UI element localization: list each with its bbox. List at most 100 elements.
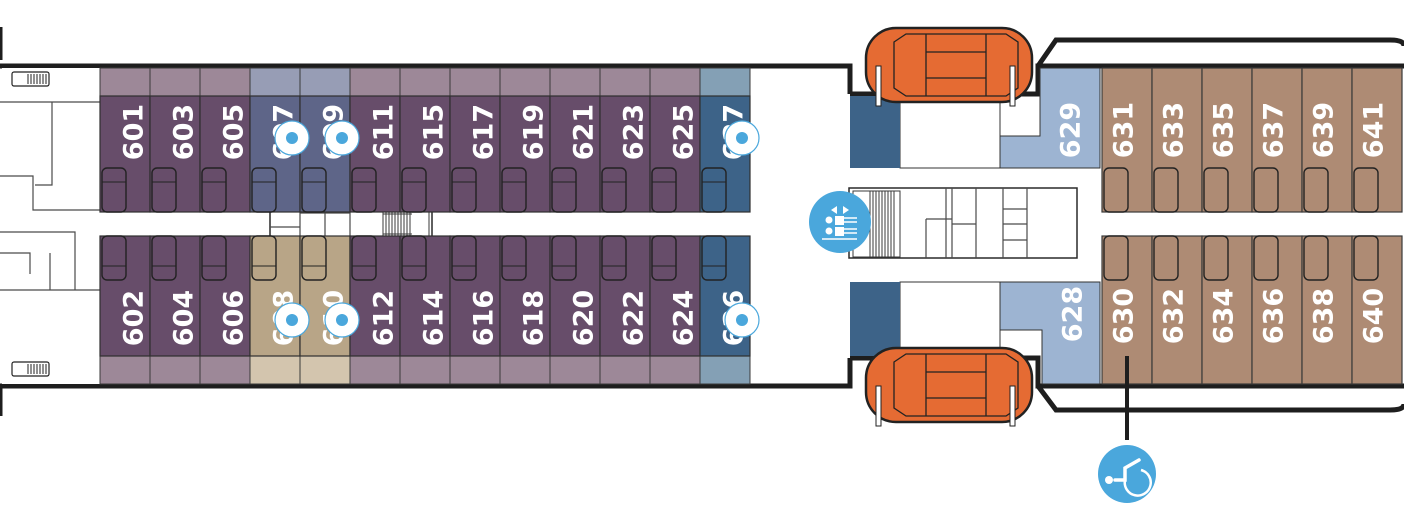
cabin-607[interactable]: 607 — [249, 67, 301, 213]
bathroom — [1103, 167, 1129, 213]
cabin-603[interactable]: 603 — [149, 67, 201, 213]
cabin-633[interactable]: 633 — [1151, 67, 1203, 213]
cabin-620[interactable]: 620 — [549, 235, 601, 385]
cabin-602[interactable]: 602 — [99, 235, 151, 385]
balcony — [299, 355, 351, 385]
bathroom — [351, 235, 377, 281]
bathroom — [1153, 167, 1179, 213]
lifeboat-detail — [893, 33, 1019, 97]
cabin-627-extension — [850, 96, 900, 168]
cabin-number: 624 — [669, 290, 700, 346]
cabin-632[interactable]: 632 — [1151, 235, 1203, 385]
lifeboat-detail — [893, 353, 1019, 417]
cabin-number: 612 — [369, 290, 400, 346]
bathroom — [251, 167, 277, 213]
wheelchair-accessible-icon — [1098, 445, 1156, 503]
bathroom — [151, 235, 177, 281]
cabin-614[interactable]: 614 — [399, 235, 451, 385]
cabin-611[interactable]: 611 — [349, 67, 401, 213]
balcony — [699, 355, 751, 385]
bathroom — [1153, 235, 1179, 281]
cabin-625[interactable]: 625 — [649, 67, 701, 213]
elevator-arrows — [831, 206, 849, 214]
lifeboat-bottom — [864, 346, 1034, 427]
person-head — [825, 227, 833, 235]
cabin-639[interactable]: 639 — [1301, 67, 1353, 213]
balcony — [649, 67, 701, 97]
cabin-636[interactable]: 636 — [1251, 235, 1303, 385]
elevator-icon — [809, 191, 871, 253]
cabin-number: 632 — [1159, 288, 1190, 344]
wheelchair-circle — [1098, 445, 1156, 503]
cabin-631[interactable]: 631 — [1101, 67, 1153, 213]
cabin-605[interactable]: 605 — [199, 67, 251, 213]
cabin-637[interactable]: 637 — [1251, 67, 1303, 213]
cabin-number: 619 — [519, 104, 550, 160]
balcony — [449, 355, 501, 385]
cabin-number: 634 — [1209, 288, 1240, 344]
cabin-number: 615 — [419, 104, 450, 160]
cabin-635[interactable]: 635 — [1201, 67, 1253, 213]
cabin-638[interactable]: 638 — [1301, 235, 1353, 385]
cabin-616[interactable]: 616 — [449, 235, 501, 385]
cabin-629[interactable]: 629 — [999, 67, 1101, 169]
cabin-number: 638 — [1309, 288, 1340, 344]
balcony — [249, 355, 301, 385]
bathroom — [701, 167, 727, 213]
stair-core-rooms — [270, 190, 351, 260]
cabin-601[interactable]: 601 — [99, 67, 151, 213]
cabin-624[interactable]: 624 — [649, 235, 701, 385]
cabin-622[interactable]: 622 — [599, 235, 651, 385]
cabin-604[interactable]: 604 — [149, 235, 201, 385]
bathroom — [1303, 167, 1329, 213]
davit-post — [875, 65, 882, 107]
bathroom — [551, 167, 577, 213]
cabin-606[interactable]: 606 — [199, 235, 251, 385]
balcony — [399, 67, 451, 97]
bathroom — [1203, 167, 1229, 213]
bathroom — [451, 167, 477, 213]
cabin-641[interactable]: 641 — [1351, 67, 1403, 213]
connecting-cabin-icon — [324, 120, 360, 156]
connecting-cabin-icon — [724, 120, 760, 156]
cabin-612[interactable]: 612 — [349, 235, 401, 385]
bathroom — [601, 235, 627, 281]
cabin-640[interactable]: 640 — [1351, 235, 1403, 385]
icon-dot — [286, 132, 298, 144]
midship-core-rooms — [925, 188, 1028, 258]
bathroom — [151, 167, 177, 213]
davit-post — [1009, 385, 1016, 427]
balcony — [599, 355, 651, 385]
bathroom — [1353, 235, 1379, 281]
cabin-number: 636 — [1259, 288, 1290, 344]
cabin-634[interactable]: 634 — [1201, 235, 1253, 385]
balcony — [499, 355, 551, 385]
cabin-623[interactable]: 623 — [599, 67, 651, 213]
balcony — [99, 355, 151, 385]
bathroom — [351, 167, 377, 213]
cabin-room — [999, 67, 1101, 169]
balcony — [599, 67, 651, 97]
bathroom — [1353, 167, 1379, 213]
cabin-617[interactable]: 617 — [449, 67, 501, 213]
cabin-number: 631 — [1109, 102, 1140, 158]
balcony — [499, 67, 551, 97]
bathroom — [601, 167, 627, 213]
cabin-number: 620 — [569, 290, 600, 346]
forward-service-area — [2, 68, 100, 384]
winch-icon-top — [11, 71, 50, 87]
bathroom — [1253, 235, 1279, 281]
cabin-621[interactable]: 621 — [549, 67, 601, 213]
cabin-628[interactable]: 628 — [999, 281, 1101, 385]
bathroom — [1103, 235, 1129, 281]
deck-structures — [0, 68, 1404, 384]
hull-top-line — [0, 27, 853, 94]
icon-dot — [336, 132, 348, 144]
cabin-number: 637 — [1259, 102, 1290, 158]
cabin-number: 621 — [569, 104, 600, 160]
cabin-618[interactable]: 618 — [499, 235, 551, 385]
bathroom — [401, 167, 427, 213]
cabin-615[interactable]: 615 — [399, 67, 451, 213]
cabin-630[interactable]: 630 — [1101, 235, 1153, 385]
cabin-619[interactable]: 619 — [499, 67, 551, 213]
